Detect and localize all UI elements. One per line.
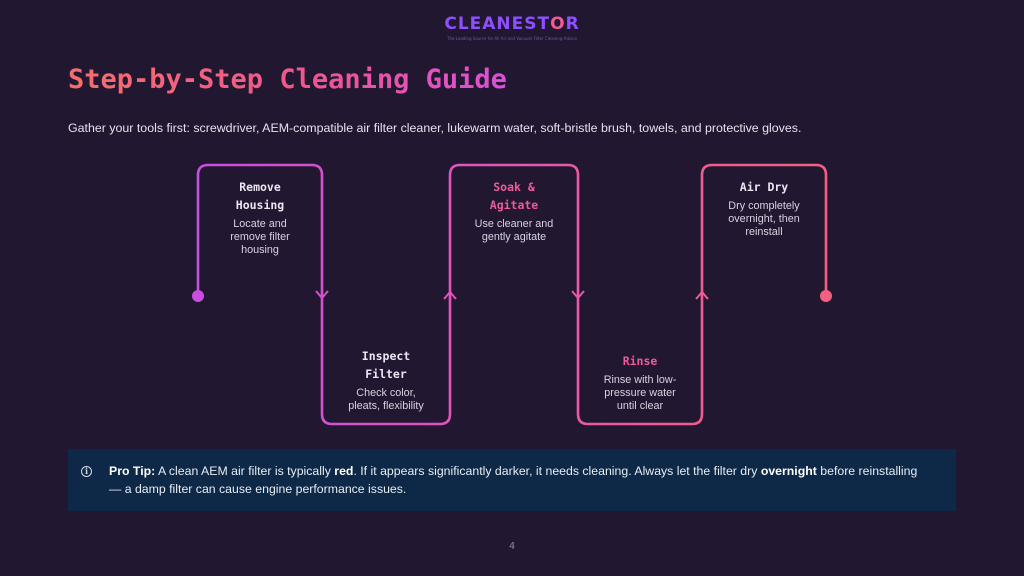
flow-end-dot (820, 290, 832, 302)
arrow-down-icon (315, 290, 329, 300)
intro-text: Gather your tools first: screwdriver, AE… (68, 121, 802, 135)
arrow-up-icon (695, 290, 709, 300)
step-description: Check color, pleats, flexibility (348, 387, 424, 412)
step-description: Rinse with low-pressure water until clea… (603, 374, 677, 412)
brand-logo: CLEANESTOR The Leading Source for All Ai… (0, 14, 1024, 41)
step-air-dry: Air Dry Dry completely overnight, then r… (709, 178, 819, 239)
flow-start-dot (192, 290, 204, 302)
pro-tip-text: Pro Tip: A clean AEM air filter is typic… (109, 464, 918, 496)
brand-tagline: The Leading Source for All Air and Vacuu… (447, 36, 577, 41)
info-icon: i (81, 466, 92, 477)
page-number: 4 (508, 541, 516, 552)
brand-name: CLEANESTOR (444, 14, 580, 34)
step-rinse: Rinse Rinse with low-pressure water unti… (585, 352, 695, 413)
step-title: Rinse (622, 354, 658, 368)
flow-path (196, 163, 828, 426)
step-description: Dry completely overnight, then reinstall (728, 200, 800, 238)
step-description: Use cleaner and gently agitate (474, 218, 554, 243)
step-title: Air Dry (739, 180, 789, 194)
arrow-down-icon (571, 290, 585, 300)
page-title: Step-by-Step Cleaning Guide (68, 64, 507, 95)
arrow-up-icon (443, 290, 457, 300)
pro-tip-callout: i Pro Tip: A clean AEM air filter is typ… (68, 449, 956, 511)
step-soak-agitate: Soak &Agitate Use cleaner and gently agi… (459, 178, 569, 244)
step-title: Soak &Agitate (489, 180, 539, 212)
step-description: Locate and remove filter housing (230, 218, 290, 256)
